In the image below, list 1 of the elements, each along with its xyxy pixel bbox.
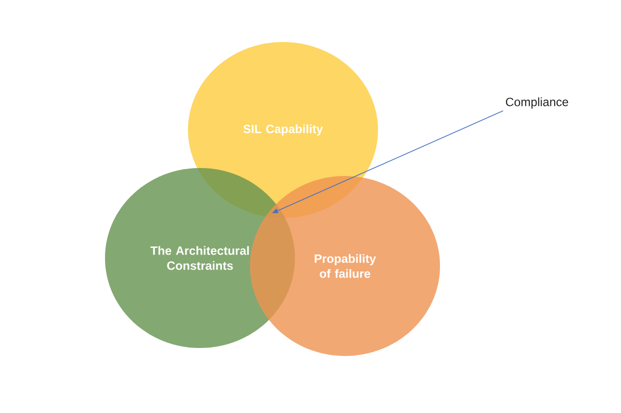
callout-text: Compliance xyxy=(506,97,568,109)
